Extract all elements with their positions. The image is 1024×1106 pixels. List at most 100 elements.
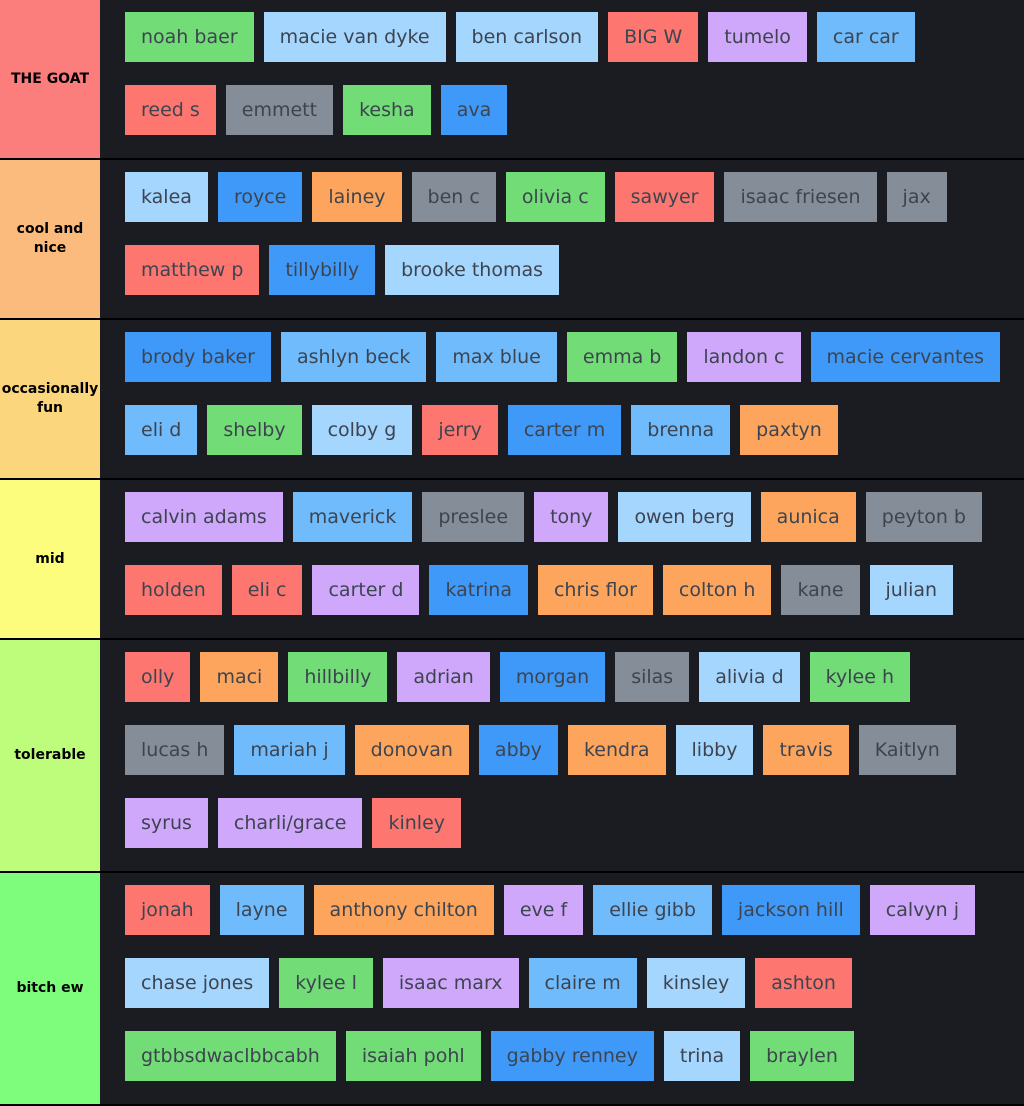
tier-item-ava[interactable]: ava: [440, 85, 508, 135]
tier-item-alivia-d[interactable]: alivia d: [699, 652, 800, 702]
tier-item-holden[interactable]: holden: [125, 565, 222, 615]
tier-item-colton-h[interactable]: colton h: [662, 565, 772, 615]
tier-item-jax[interactable]: jax: [886, 172, 947, 222]
tier-item-colby-g[interactable]: colby g: [311, 405, 413, 455]
tier-item-isaac-marx[interactable]: isaac marx: [382, 958, 519, 1008]
tier-item-sawyer[interactable]: sawyer: [614, 172, 715, 222]
tier-item-emmett[interactable]: emmett: [225, 85, 334, 135]
tier-item-calvyn-j[interactable]: calvyn j: [869, 885, 975, 935]
tier-item-mariah-j[interactable]: mariah j: [234, 725, 345, 775]
tier-item-ben-carlson[interactable]: ben carlson: [455, 12, 599, 62]
tier-item-carter-m[interactable]: carter m: [507, 405, 622, 455]
tier-item-jonah[interactable]: jonah: [125, 885, 210, 935]
tier-item-isaiah-pohl[interactable]: isaiah pohl: [345, 1031, 481, 1081]
tier-label[interactable]: THE GOAT: [0, 0, 100, 158]
tier-label[interactable]: tolerable: [0, 640, 100, 871]
tier-item-macie-cervantes[interactable]: macie cervantes: [810, 332, 1001, 382]
tier-item-peyton-b[interactable]: peyton b: [865, 492, 982, 542]
tier-item-kinsley[interactable]: kinsley: [646, 958, 746, 1008]
tier-item-kesha[interactable]: kesha: [343, 85, 431, 135]
tier-item-travis[interactable]: travis: [763, 725, 849, 775]
tier-item-calvin-adams[interactable]: calvin adams: [125, 492, 283, 542]
tier-item-eve-f[interactable]: eve f: [503, 885, 584, 935]
tier-item-abby[interactable]: abby: [478, 725, 558, 775]
tier-item-lucas-h[interactable]: lucas h: [125, 725, 225, 775]
tier-label[interactable]: occasionally fun: [0, 320, 100, 478]
tier-item-adrian[interactable]: adrian: [397, 652, 490, 702]
tier-item-silas[interactable]: silas: [615, 652, 690, 702]
tier-item-jerry[interactable]: jerry: [422, 405, 498, 455]
tier-item-kylee-h[interactable]: kylee h: [809, 652, 910, 702]
tier-item-ellie-gibb[interactable]: ellie gibb: [593, 885, 712, 935]
tier-item-car-car[interactable]: car car: [816, 12, 915, 62]
tier-item-donovan[interactable]: donovan: [354, 725, 469, 775]
tier-item-libby[interactable]: libby: [675, 725, 754, 775]
tier-item-anthony-chilton[interactable]: anthony chilton: [313, 885, 494, 935]
tier-item-paxtyn[interactable]: paxtyn: [740, 405, 838, 455]
tier-item-aunica[interactable]: aunica: [760, 492, 856, 542]
tier-item-preslee[interactable]: preslee: [422, 492, 525, 542]
tier-item-tony[interactable]: tony: [534, 492, 609, 542]
tier-item-gabby-renney[interactable]: gabby renney: [490, 1031, 654, 1081]
tier-item-trina[interactable]: trina: [663, 1031, 741, 1081]
tier-item-hillbilly[interactable]: hillbilly: [288, 652, 388, 702]
tier-item-max-blue[interactable]: max blue: [436, 332, 557, 382]
tier-item-brody-baker[interactable]: brody baker: [125, 332, 271, 382]
tier-item-olly[interactable]: olly: [125, 652, 191, 702]
tier-item-morgan[interactable]: morgan: [499, 652, 606, 702]
tier-item-gtbbsdwaclbbcabh[interactable]: gtbbsdwaclbbcabh: [125, 1031, 336, 1081]
tier-item-braylen[interactable]: braylen: [750, 1031, 854, 1081]
tier-item-landon-c[interactable]: landon c: [687, 332, 801, 382]
tier-item-chase-jones[interactable]: chase jones: [125, 958, 270, 1008]
tier-item-kendra[interactable]: kendra: [567, 725, 666, 775]
tier-label[interactable]: cool and nice: [0, 160, 100, 318]
tier-item-brooke-thomas[interactable]: brooke thomas: [385, 245, 560, 295]
tier-item-katrina[interactable]: katrina: [429, 565, 528, 615]
tier-item-noah-baer[interactable]: noah baer: [125, 12, 254, 62]
tier-item-kaitlyn[interactable]: Kaitlyn: [858, 725, 956, 775]
tier-item-emma-b[interactable]: emma b: [566, 332, 678, 382]
tier-item-ben-c[interactable]: ben c: [411, 172, 496, 222]
tier-item-maci[interactable]: maci: [200, 652, 279, 702]
tier-item-chris-flor[interactable]: chris flor: [537, 565, 653, 615]
tier-item-kinley[interactable]: kinley: [372, 798, 462, 848]
tier-item-claire-m[interactable]: claire m: [528, 958, 637, 1008]
tier-item-kylee-l[interactable]: kylee l: [279, 958, 373, 1008]
tier-item-carter-d[interactable]: carter d: [312, 565, 420, 615]
tier-item-brenna[interactable]: brenna: [631, 405, 731, 455]
tier-item-olivia-c[interactable]: olivia c: [505, 172, 605, 222]
tier-item-eli-d[interactable]: eli d: [125, 405, 198, 455]
tier-item-eli-c[interactable]: eli c: [231, 565, 303, 615]
tier-item-ashlyn-beck[interactable]: ashlyn beck: [280, 332, 427, 382]
tier-item-lainey[interactable]: lainey: [312, 172, 402, 222]
tier-item-syrus[interactable]: syrus: [125, 798, 208, 848]
tier-item-ashton[interactable]: ashton: [755, 958, 852, 1008]
tier-label[interactable]: mid: [0, 480, 100, 638]
tier-item-layne[interactable]: layne: [219, 885, 304, 935]
tier-item-kalea[interactable]: kalea: [125, 172, 208, 222]
tier-item-isaac-friesen[interactable]: isaac friesen: [724, 172, 877, 222]
tier-item-charli-grace[interactable]: charli/grace: [217, 798, 363, 848]
tier-item-shelby[interactable]: shelby: [207, 405, 302, 455]
tier-label[interactable]: bitch ew: [0, 873, 100, 1104]
tier-item-macie-van-dyke[interactable]: macie van dyke: [263, 12, 446, 62]
tier-item-maverick[interactable]: maverick: [292, 492, 413, 542]
tier-item-julian[interactable]: julian: [869, 565, 954, 615]
tier-item-tumelo[interactable]: tumelo: [708, 12, 807, 62]
tier-item-big-w[interactable]: BIG W: [608, 12, 699, 62]
tier-item-owen-berg[interactable]: owen berg: [618, 492, 751, 542]
tier-item-royce[interactable]: royce: [217, 172, 303, 222]
tier-item-reed-s[interactable]: reed s: [125, 85, 216, 135]
tier-item-jackson-hill[interactable]: jackson hill: [721, 885, 860, 935]
tier-item-matthew-p[interactable]: matthew p: [125, 245, 260, 295]
tier-item-kane[interactable]: kane: [781, 565, 860, 615]
tier-item-tillybilly[interactable]: tillybilly: [269, 245, 376, 295]
